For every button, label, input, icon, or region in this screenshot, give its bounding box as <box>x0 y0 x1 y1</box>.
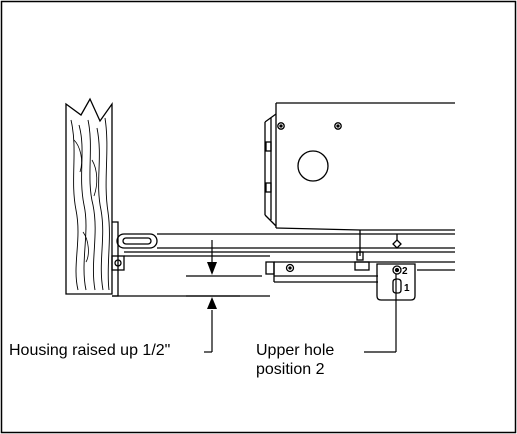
lower-rail <box>265 261 455 283</box>
dimension-marker <box>186 240 262 353</box>
rail-screw <box>285 263 295 273</box>
lower-hole-1 <box>392 278 402 294</box>
upper-hole-2 <box>392 265 402 275</box>
housing-raised-callout: Housing raised up 1/2" <box>9 342 171 359</box>
callout-leader-upper-hole <box>364 274 397 353</box>
upper-hole-callout-line1: Upper hole <box>256 342 335 359</box>
wood-cabinet-panel <box>65 97 113 295</box>
housing-screw-left <box>277 122 285 130</box>
upper-hole-callout-line2: position 2 <box>256 361 325 378</box>
upper-hole-callout: Upper hole position 2 <box>256 341 334 379</box>
hole-position-bracket <box>376 263 416 301</box>
knockout-hole <box>297 150 329 182</box>
hole-2-mark: 2 <box>402 266 408 277</box>
hole-1-mark: 1 <box>404 283 410 294</box>
cabinet-mount-bracket <box>111 221 270 297</box>
housing-box <box>264 102 455 228</box>
slide-rail <box>116 227 455 261</box>
housing-screw-right <box>334 122 342 130</box>
